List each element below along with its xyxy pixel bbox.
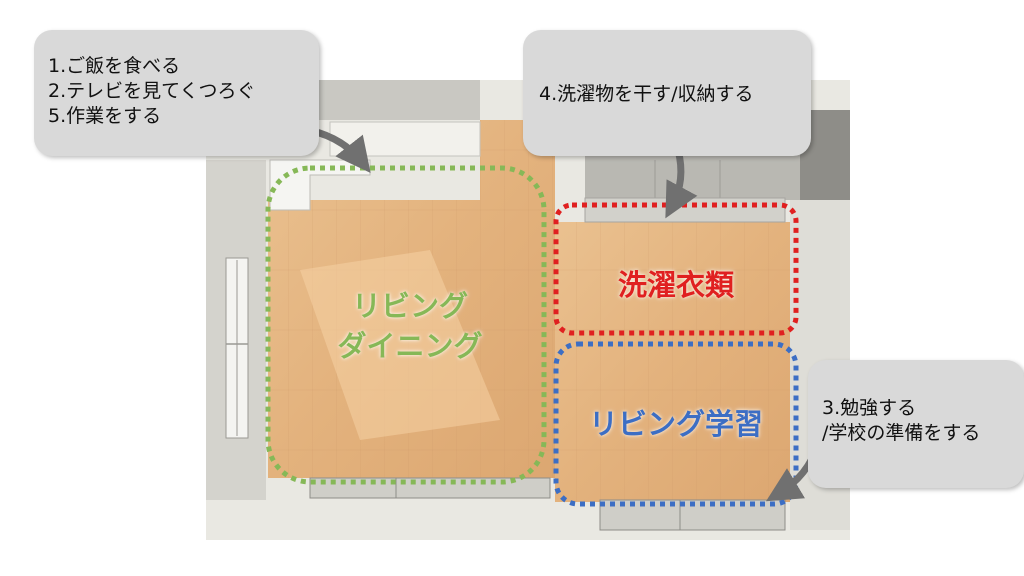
- upper-wall-left: [312, 80, 480, 120]
- zone-living-dining-outline: [265, 165, 547, 485]
- zone-label-line: リビング: [351, 289, 468, 323]
- callout-living-activities: 1.ご飯を食べる 2.テレビを見てくつろぐ 5.作業をする: [34, 30, 319, 156]
- zone-label-laundry-clothes: 洗濯衣類: [617, 268, 734, 302]
- callout-line: 2.テレビを見てくつろぐ: [48, 80, 256, 102]
- room-structure: [206, 80, 850, 540]
- sunlight-patch: [300, 250, 500, 440]
- callout-laundry-activities: 4.洗濯物を干す/収納する: [523, 30, 811, 156]
- callout-line: 3.勉強する: [822, 397, 917, 419]
- callout-line: 1.ご飯を食べる: [48, 55, 181, 77]
- zone-label-line: ダイニング: [337, 329, 483, 363]
- zone-label-living-study: リビング学習: [588, 407, 763, 441]
- callout-line: /学校の準備をする: [822, 422, 981, 444]
- bottom-window-left: [309, 477, 551, 499]
- callout-line: 4.洗濯物を干す/収納する: [539, 83, 754, 105]
- callout-line: 5.作業をする: [48, 105, 162, 127]
- floor-right-planks: [555, 222, 790, 502]
- laundry-rail: [584, 197, 786, 223]
- zone-label-living-dining: リビング ダイニング: [290, 286, 530, 366]
- callout-study-activities: 3.勉強する /学校の準備をする: [808, 360, 1024, 488]
